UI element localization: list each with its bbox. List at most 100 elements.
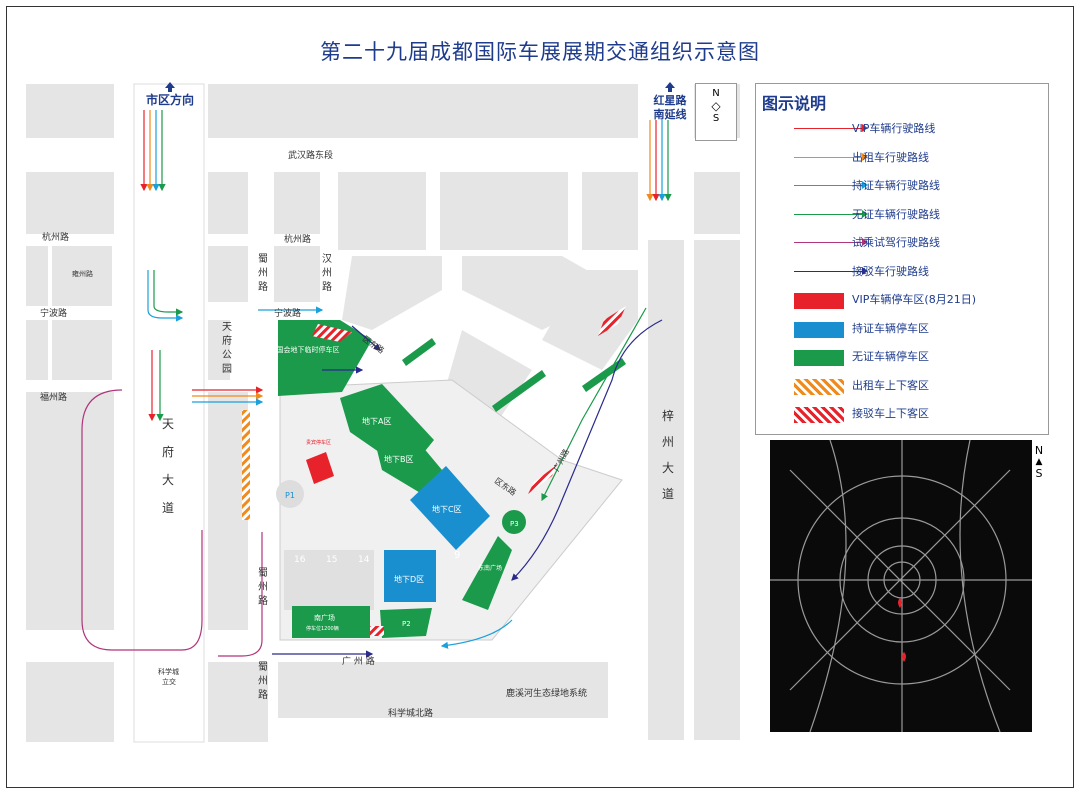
minimap-svg — [770, 439, 1032, 733]
legend-label: 持证车辆行驶路线 — [852, 179, 940, 192]
legend-line-swatch — [794, 185, 864, 186]
legend-item: 接驳车上下客区 — [756, 403, 1048, 427]
legend-area-swatch — [794, 378, 844, 395]
park-4: 园 — [222, 363, 232, 375]
legend-label: 试乘试驾行驶路线 — [852, 236, 940, 249]
park-2: 府 — [222, 334, 232, 347]
legend-area-swatch — [794, 407, 844, 423]
p3-label: P3 — [510, 520, 519, 528]
road-ningbo-mid: 宁波路 — [274, 307, 301, 319]
compass-s: S — [712, 113, 720, 124]
p1-label: P1 — [285, 491, 295, 500]
legend-item: 持证车辆行驶路线 — [756, 175, 1048, 199]
legend-arrow-icon — [862, 209, 868, 218]
zizhou-2: 州 — [662, 435, 674, 449]
road-wuhan: 武汉路东段 — [288, 149, 333, 161]
legend: 图示说明 VIP车辆行驶路线出租车行驶路线持证车辆行驶路线无证车辆行驶路线试乘试… — [755, 83, 1049, 435]
shu-c-1: 蜀 — [258, 661, 268, 673]
legend-arrow-icon — [862, 124, 868, 132]
kexue-cross-1: 科学城 — [158, 667, 179, 676]
south-plaza-parking — [292, 606, 370, 638]
legend-label: 接驳车行驶路线 — [852, 264, 929, 278]
hall-14: 14 — [358, 555, 370, 565]
shuttle-dropoff-1 — [312, 324, 352, 342]
city-blocks — [26, 84, 740, 742]
vip-parking — [306, 452, 334, 484]
shu-c-2: 州 — [258, 675, 268, 687]
legend-arrow-icon — [862, 238, 868, 246]
legend-area-swatch — [794, 350, 844, 366]
legend-item: 接驳车行驶路线 — [756, 261, 1048, 285]
road-yong: 雍州路 — [72, 269, 93, 278]
road-guangzhou: 广 州 路 — [342, 655, 375, 667]
minimap-compass-n: N — [1034, 444, 1044, 457]
east-plaza-label: 东南广场 — [478, 564, 502, 572]
road-hangzhou-left: 杭州路 — [42, 231, 69, 243]
legend-area-swatch — [794, 293, 844, 309]
legend-item: 出租车上下客区 — [756, 375, 1048, 399]
zizhou-1: 梓 — [662, 408, 674, 423]
legend-label: VIP车辆停车区(8月21日) — [852, 293, 976, 306]
legend-label: 持证车辆停车区 — [852, 321, 929, 335]
parking-a-label: 地下A区 — [362, 416, 391, 426]
legend-label: 无证车辆行驶路线 — [852, 207, 940, 221]
legend-label: VIP车辆行驶路线 — [852, 122, 936, 135]
shu-2: 州 — [258, 267, 268, 279]
south-plaza-label: 南广场 — [314, 613, 335, 622]
legend-area-swatch — [794, 321, 844, 338]
shu-1: 蜀 — [258, 253, 268, 265]
parking-d-label: 地下D区 — [394, 574, 424, 584]
shu-b-1: 蜀 — [258, 567, 268, 579]
legend-arrow-icon — [862, 181, 868, 189]
han-3: 路 — [322, 280, 332, 293]
legend-item: 无证车辆停车区 — [756, 346, 1048, 370]
shuttle-dropoff-4 — [528, 464, 558, 494]
tianfu-3: 大 — [162, 473, 174, 487]
road-ningbo-left: 宁波路 — [40, 307, 67, 319]
zizhou-3: 大 — [662, 461, 674, 475]
shu-3: 路 — [258, 280, 268, 293]
taxi-dropoff-area — [242, 410, 250, 520]
minimap-compass-s: S — [1035, 467, 1043, 480]
venue-pin-icon-2 — [902, 652, 906, 662]
tianfu-4: 道 — [162, 501, 174, 515]
kexue-cross-2: 立交 — [162, 677, 176, 686]
compass-n: N — [712, 88, 720, 99]
shu-c-3: 路 — [258, 688, 268, 701]
traffic-map: 国会地下临时停车区 地下A区 地下B区 地下C区 地下D区 南广场 停车位120… — [26, 82, 740, 743]
legend-line-swatch — [794, 128, 864, 129]
guohui-parking — [278, 320, 372, 396]
legend-item: 出租车行驶路线 — [756, 147, 1048, 171]
compass-arrow-icon: ◇ — [711, 99, 721, 113]
shu-b-2: 州 — [258, 581, 268, 593]
map-frame — [6, 6, 1074, 788]
zizhou-4: 道 — [662, 487, 674, 501]
p2-label: P2 — [402, 620, 411, 628]
legend-item: 无证车辆行驶路线 — [756, 204, 1048, 228]
han-1: 汉 — [322, 253, 332, 265]
up-arrow-icon — [165, 82, 175, 92]
minimap-compass-arrow-icon: ▲ — [1035, 457, 1043, 467]
legend-line-swatch — [794, 156, 864, 158]
road-kexue: 科学城北路 — [388, 707, 433, 719]
parking-d — [384, 550, 436, 602]
legend-line-swatch — [794, 213, 864, 215]
up-arrow-icon-2 — [665, 82, 675, 92]
legend-item: VIP车辆行驶路线 — [756, 118, 1048, 142]
vip-label: 贵宾停车区 — [306, 439, 331, 446]
shu-b-3: 路 — [258, 594, 268, 607]
map-title: 第二十九届成都国际车展展期交通组织示意图 — [320, 40, 760, 64]
legend-arrow-icon — [862, 152, 868, 161]
legend-line-swatch — [794, 242, 864, 243]
legend-label: 出租车上下客区 — [852, 378, 929, 392]
shuttle-dropoff-3 — [598, 306, 626, 336]
legend-item: VIP车辆停车区(8月21日) — [756, 289, 1048, 313]
legend-title: 图示说明 — [762, 94, 827, 113]
location-minimap — [770, 439, 1032, 733]
park-3: 公 — [222, 350, 232, 361]
legend-item: 持证车辆停车区 — [756, 318, 1048, 342]
hall-9: 9 — [454, 550, 460, 561]
minimap-compass: N ▲ S — [1030, 444, 1048, 480]
road-luxi: 鹿溪河生态绿地系统 — [506, 687, 587, 699]
parking-c-label: 地下C区 — [432, 504, 462, 514]
